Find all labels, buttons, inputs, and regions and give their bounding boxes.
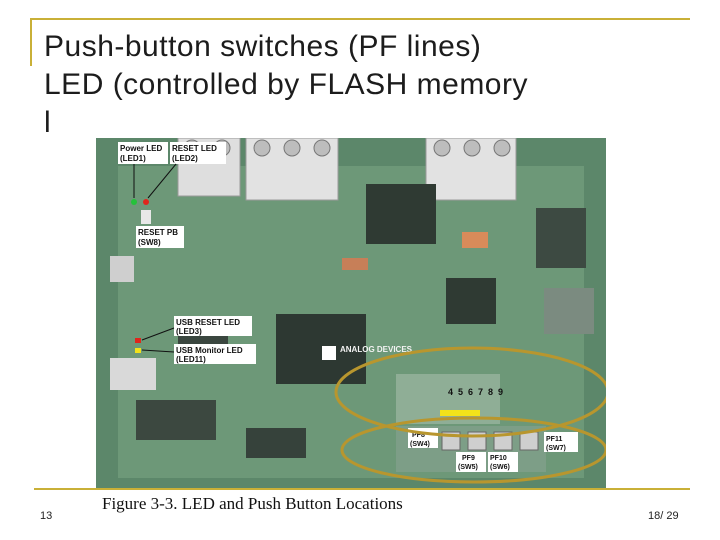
slide-number: 13 — [40, 510, 53, 522]
chip-large — [366, 184, 436, 244]
power-led-indicator — [131, 199, 137, 205]
button-highlight-ellipse — [340, 416, 606, 484]
title-line-1: Push-button switches (PF lines) — [44, 30, 482, 63]
usb-reset-led-indicator — [135, 338, 141, 343]
svg-text:(LED3): (LED3) — [176, 327, 202, 336]
analog-devices-text: ANALOG DEVICES — [340, 345, 413, 354]
top-rule — [30, 18, 690, 20]
chip-small — [446, 278, 496, 324]
label-reset-pb: RESET PB (SW8) — [136, 226, 184, 248]
pf9-label: PF9 — [462, 455, 475, 462]
serial-connector — [536, 208, 586, 268]
svg-text:(LED1): (LED1) — [120, 154, 146, 163]
pf11-id-label: (SW7) — [546, 445, 566, 452]
label-power-led: Power LED (LED1) — [118, 142, 168, 198]
svg-text:Power LED: Power LED — [120, 144, 162, 153]
pf8-label: PF8 — [412, 432, 425, 439]
power-jack — [110, 256, 134, 282]
dip-switch — [462, 232, 488, 248]
svg-text:(SW8): (SW8) — [138, 238, 161, 247]
led-number-9: 9 — [498, 387, 503, 397]
svg-text:USB Monitor LED: USB Monitor LED — [176, 346, 243, 355]
title-line-2: LED (controlled by FLASH memory — [44, 68, 528, 101]
svg-text:RESET LED: RESET LED — [172, 144, 217, 153]
ethernet-connector — [544, 288, 594, 334]
led-number-4: 4 — [448, 387, 453, 397]
pf10-id-label: (SW6) — [490, 464, 510, 471]
board-photo: ANALOG DEVICES Power LED (LED1) RESET LE… — [96, 138, 606, 490]
led-number-6: 6 — [468, 387, 473, 397]
led-number-8: 8 — [488, 387, 493, 397]
led-highlight-ellipse — [334, 346, 606, 438]
pf11-button — [519, 431, 539, 451]
reset-led-indicator — [143, 199, 149, 205]
svg-text:(LED11): (LED11) — [176, 355, 206, 364]
title-line-3: l — [44, 106, 52, 139]
connector-header — [246, 428, 306, 458]
pf-led-row: 4 5 6 7 8 9 — [396, 374, 503, 424]
pf10-label: PF10 — [490, 455, 507, 462]
audio-jack-block-3 — [425, 138, 517, 201]
svg-text:(LED2): (LED2) — [172, 154, 198, 163]
pf8-id-label: (SW4) — [410, 441, 430, 448]
sdram-chip — [136, 400, 216, 440]
led-number-5: 5 — [458, 387, 463, 397]
pf9-id-label: (SW5) — [458, 464, 478, 471]
board-illustration: ANALOG DEVICES Power LED (LED1) RESET LE… — [96, 138, 606, 490]
pf11-label: PF11 — [546, 436, 562, 443]
audio-jack-block-2 — [245, 138, 339, 201]
label-reset-led: RESET LED (LED2) — [147, 142, 226, 199]
svg-text:USB RESET LED: USB RESET LED — [176, 318, 240, 327]
figure-caption: Figure 3-3. LED and Push Button Location… — [102, 494, 403, 513]
led-number-7: 7 — [478, 387, 483, 397]
title-accent-line — [30, 18, 32, 66]
bottom-rule — [34, 488, 690, 490]
dip-switch-2 — [342, 258, 368, 270]
usb-connector — [110, 358, 156, 390]
label-usb-reset-led: USB RESET LED (LED3) — [141, 316, 252, 341]
usb-monitor-led-indicator — [135, 348, 141, 353]
reset-pushbutton — [141, 210, 151, 224]
label-usb-monitor-led: USB Monitor LED (LED11) — [141, 344, 256, 364]
analog-devices-logo-mark — [322, 346, 336, 360]
slide-title: Push-button switches (PF lines) LED (con… — [44, 28, 684, 142]
page-counter: 18/ 29 — [648, 510, 679, 522]
svg-text:RESET PB: RESET PB — [138, 228, 178, 237]
